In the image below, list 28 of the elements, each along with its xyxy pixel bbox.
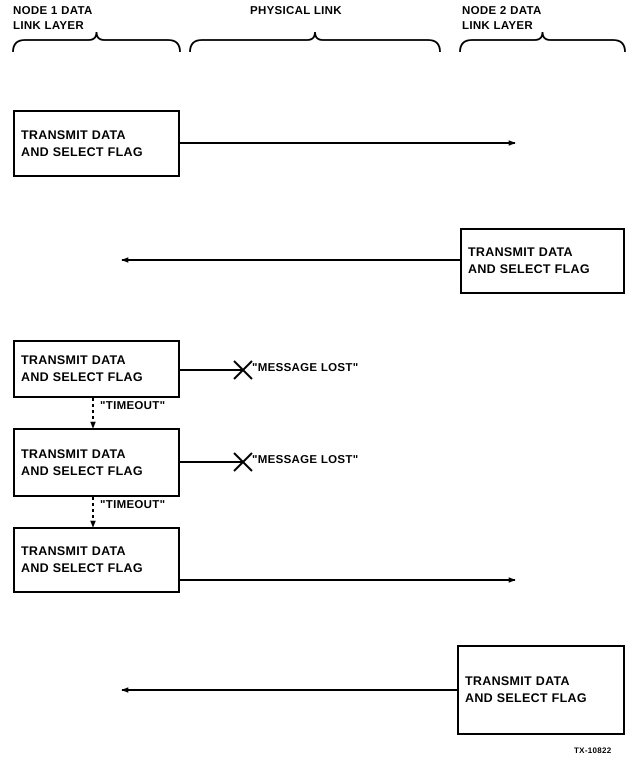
process-box (13, 110, 180, 177)
box-text: TRANSMIT DATA AND SELECT FLAG (465, 673, 588, 707)
arrow (121, 687, 457, 693)
arrow (180, 577, 516, 583)
column-heading: NODE 1 DATA LINK LAYER (13, 4, 94, 34)
process-box (457, 645, 625, 735)
column-heading: NODE 2 DATA LINK LAYER (462, 4, 542, 34)
edge-label: "TIMEOUT" (100, 499, 166, 511)
edge-label: "MESSAGE LOST" (252, 454, 358, 466)
arrow (180, 140, 516, 146)
box-text: TRANSMIT DATA AND SELECT FLAG (21, 446, 144, 480)
column-heading: PHYSICAL LINK (250, 4, 343, 19)
box-text: TRANSMIT DATA AND SELECT FLAG (468, 244, 591, 278)
process-box (460, 228, 625, 294)
line (180, 369, 243, 371)
box-text: TRANSMIT DATA AND SELECT FLAG (21, 543, 144, 577)
arrow (90, 398, 96, 429)
line (180, 461, 243, 463)
figure-code: TX-10822 (574, 746, 612, 755)
arrow (121, 257, 460, 263)
box-text: TRANSMIT DATA AND SELECT FLAG (21, 352, 144, 386)
box-text: TRANSMIT DATA AND SELECT FLAG (21, 126, 144, 160)
edge-label: "MESSAGE LOST" (252, 362, 358, 374)
process-box (13, 527, 180, 593)
process-box (13, 340, 180, 398)
arrow (90, 497, 96, 528)
process-box (13, 428, 180, 497)
edge-label: "TIMEOUT" (100, 400, 166, 412)
